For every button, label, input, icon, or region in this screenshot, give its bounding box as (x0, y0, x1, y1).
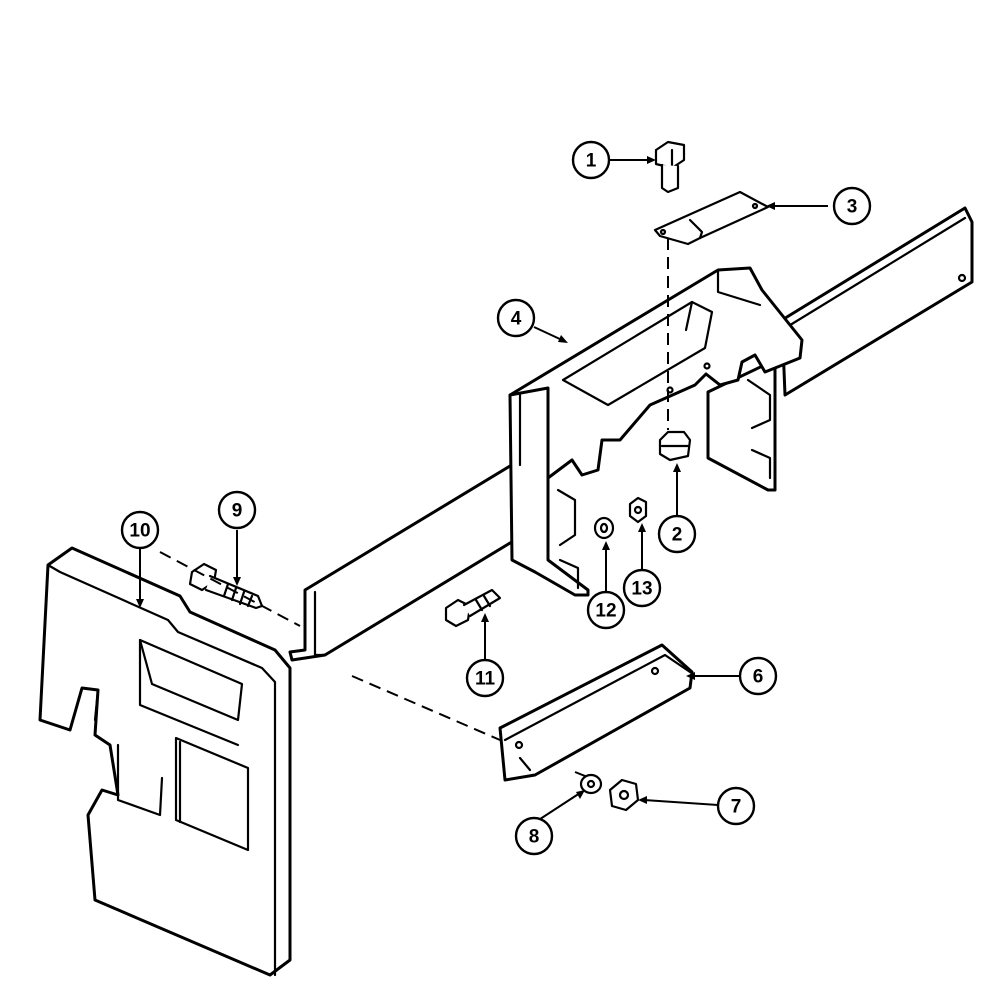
callout-3: 3 (832, 186, 872, 226)
callout-1: 1 (571, 140, 611, 180)
callout-10: 10 (120, 510, 160, 550)
callout-6: 6 (738, 656, 778, 696)
angle-bracket-part-6 (498, 643, 694, 782)
callout-9: 9 (217, 490, 257, 530)
counterweight-part (38, 546, 292, 977)
callout-label-9: 9 (232, 501, 243, 522)
callout-label-2: 2 (672, 525, 683, 546)
callout-8: 8 (514, 816, 554, 856)
clamp-plate-part (653, 190, 770, 246)
lock-washer-part-8 (579, 773, 603, 795)
callout-12: 12 (586, 590, 626, 630)
nut-part-7 (608, 778, 640, 812)
bolt-part-1 (654, 140, 686, 194)
bolt-part-11 (444, 588, 502, 628)
callout-11: 11 (465, 658, 505, 698)
flange-nut-part-2 (658, 430, 692, 462)
callout-label-8: 8 (529, 827, 540, 848)
callout-label-7: 7 (731, 797, 742, 818)
callout-label-1: 1 (586, 151, 597, 172)
callout-7: 7 (716, 786, 756, 826)
callout-label-3: 3 (847, 197, 858, 218)
nut-part-13 (628, 496, 648, 524)
callout-label-12: 12 (595, 601, 616, 622)
bolt-part-9 (188, 562, 264, 610)
callout-4: 4 (496, 298, 536, 338)
callout-13: 13 (622, 568, 662, 608)
leader-lines (136, 156, 828, 824)
callout-label-6: 6 (753, 667, 764, 688)
callout-2: 2 (657, 514, 697, 554)
callout-label-4: 4 (511, 309, 522, 330)
assembly-lines (159, 238, 669, 779)
callout-label-11: 11 (475, 669, 496, 690)
main-bracket-part (288, 206, 974, 662)
callout-label-13: 13 (631, 579, 652, 600)
callout-label-10: 10 (129, 521, 150, 542)
washer-part-12 (593, 516, 615, 540)
